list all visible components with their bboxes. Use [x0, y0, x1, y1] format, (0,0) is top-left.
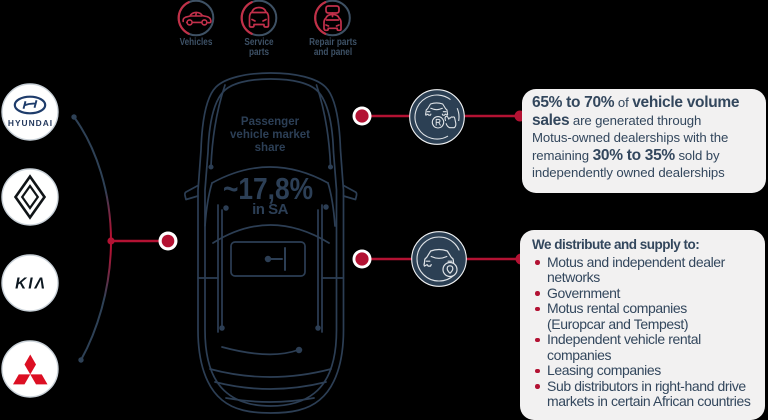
svg-text:KIΛ: KIΛ	[15, 276, 47, 293]
svg-text:HYUNDAI: HYUNDAI	[8, 118, 53, 128]
